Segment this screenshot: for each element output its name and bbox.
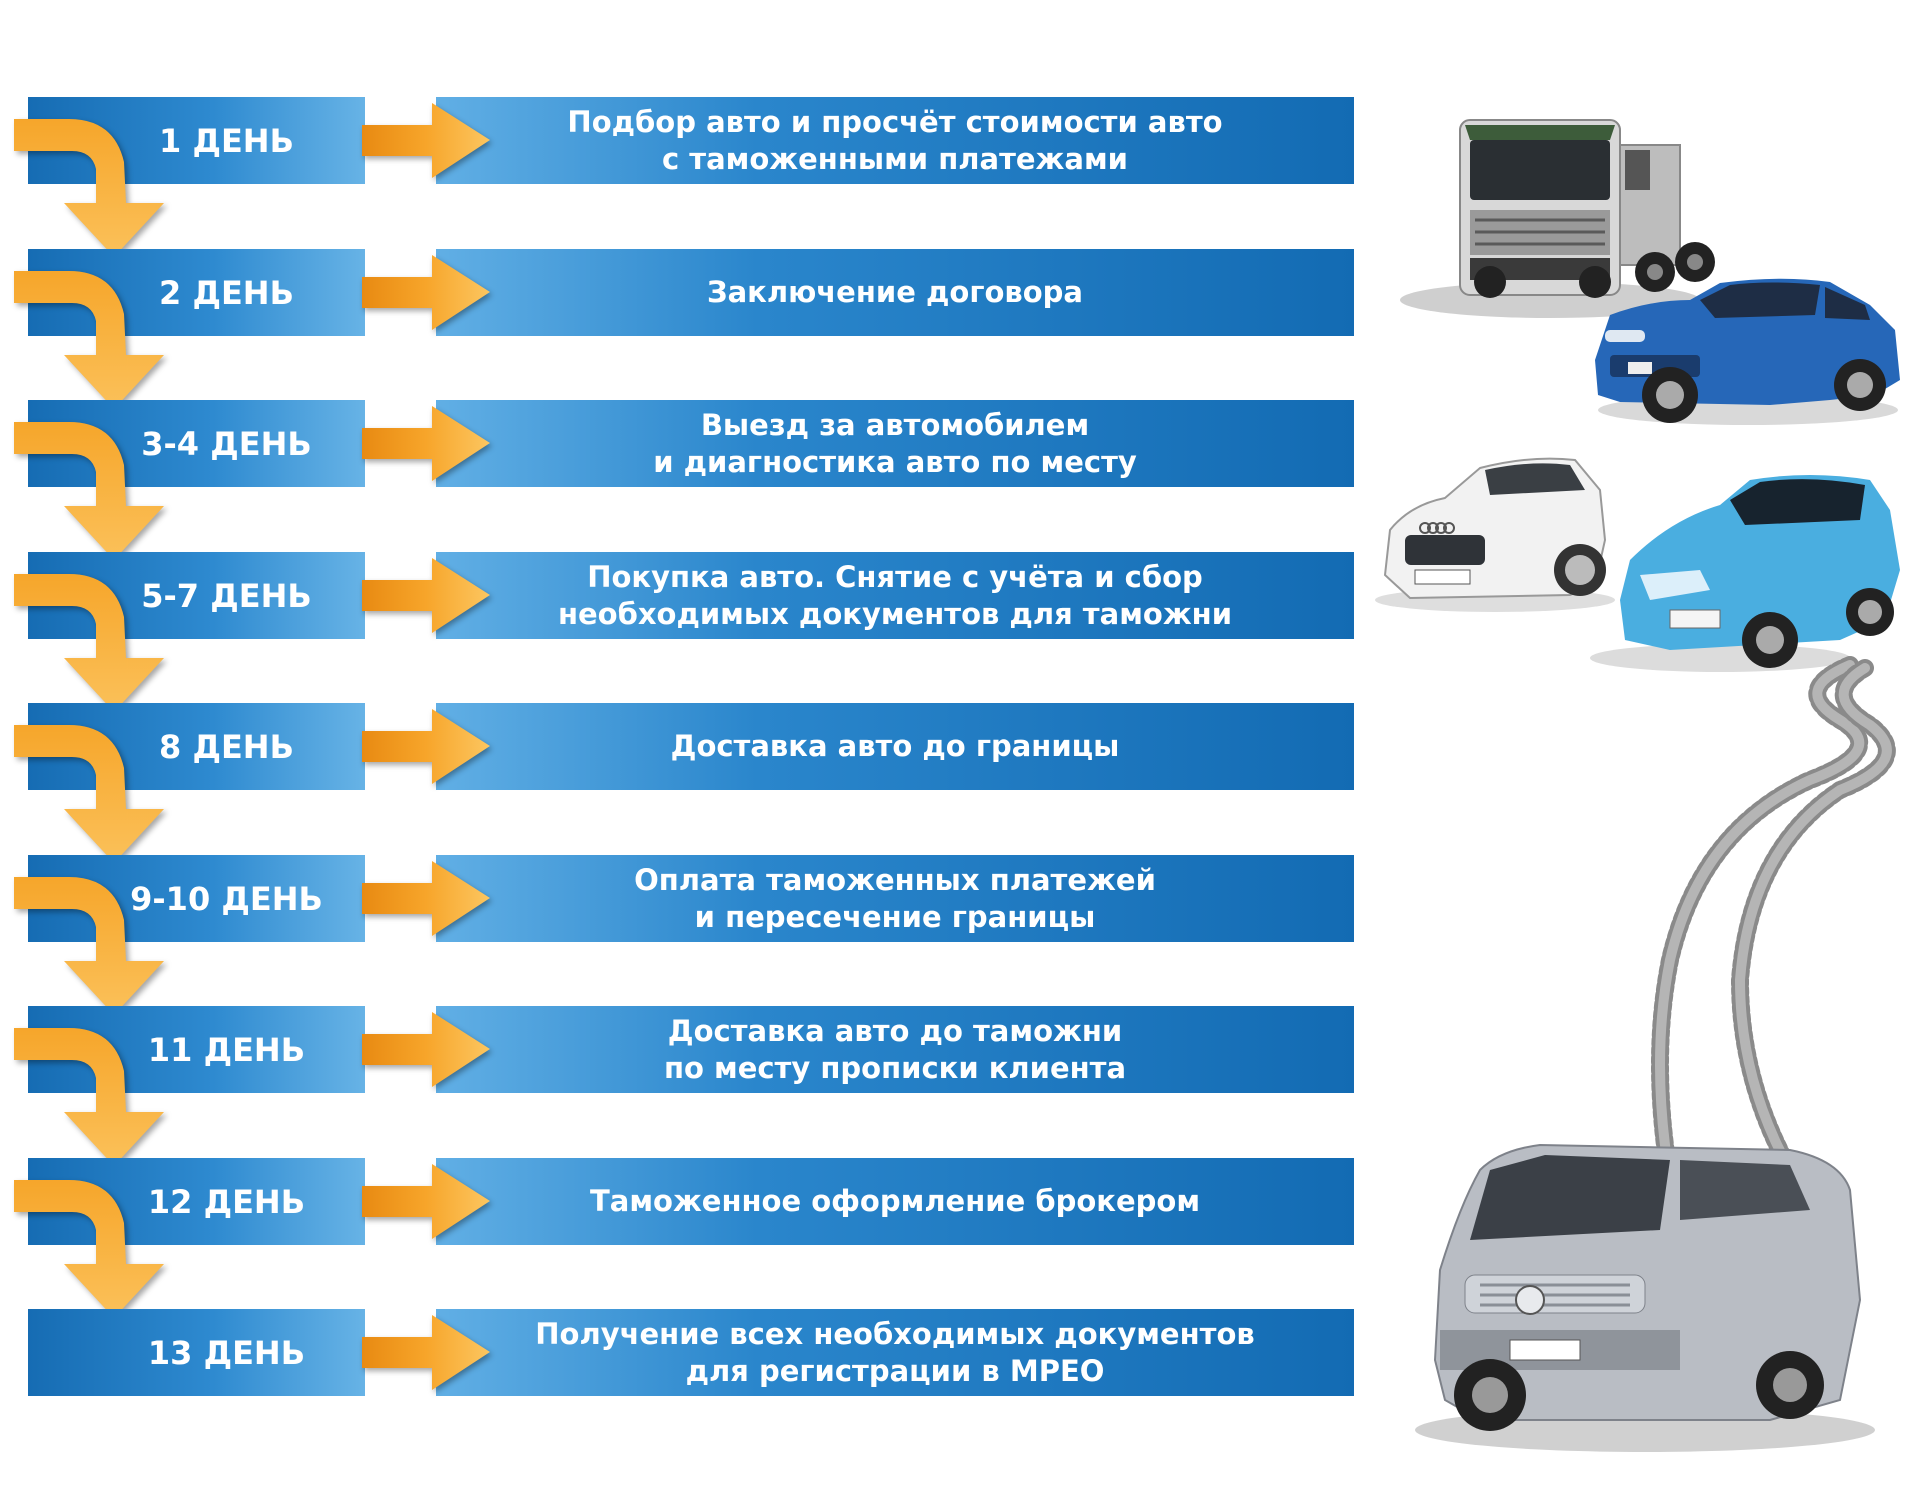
arrow-down-icon: [14, 422, 164, 560]
arrow-right-icon: [362, 709, 490, 784]
arrow-right-icon: [362, 103, 490, 178]
coupe-car-icon: [1375, 457, 1615, 612]
arrow-down-icon: [14, 1180, 164, 1318]
step-2: 2 ДЕНЬ Заключение договора: [0, 249, 1360, 409]
arrow-right-icon: [362, 861, 490, 936]
arrow-right-icon: [362, 255, 490, 330]
step-6: 9-10 ДЕНЬ Оплата таможенных платежей и пе…: [0, 855, 1360, 1015]
arrow-down-icon: [14, 574, 164, 712]
arrow-down-icon: [14, 877, 164, 1015]
step-description: Таможенное оформление брокером: [436, 1158, 1354, 1245]
step-description: Выезд за автомобилем и диагностика авто …: [436, 400, 1354, 487]
suv-car-icon: [1595, 278, 1900, 425]
truck-icon: [1400, 119, 1715, 318]
step-4: 5-7 ДЕНЬ Покупка авто. Снятие с учёта и с…: [0, 552, 1360, 712]
step-description: Получение всех необходимых документов дл…: [436, 1309, 1354, 1396]
vehicle-illustrations: [1370, 0, 1928, 1500]
step-description: Заключение договора: [436, 249, 1354, 336]
hatchback-car-icon: [1590, 475, 1900, 672]
arrow-right-icon: [362, 1315, 490, 1390]
step-day-label: 9-10 ДЕНЬ: [28, 855, 365, 942]
step-description: Доставка авто до таможни по месту пропис…: [436, 1006, 1354, 1093]
arrow-right-icon: [362, 1012, 490, 1087]
step-day-label: 2 ДЕНЬ: [28, 249, 365, 336]
step-description: Покупка авто. Снятие с учёта и сбор необ…: [436, 552, 1354, 639]
step-day-label: 13 ДЕНЬ: [28, 1309, 365, 1396]
step-description: Оплата таможенных платежей и пересечение…: [436, 855, 1354, 942]
step-description: Доставка авто до границы: [436, 703, 1354, 790]
minivan-icon: [1415, 1143, 1875, 1452]
arrow-down-icon: [14, 271, 164, 409]
arrow-down-icon: [14, 1028, 164, 1166]
arrow-right-icon: [362, 1164, 490, 1239]
step-9: 13 ДЕНЬ Получение всех необходимых докуме…: [0, 1309, 1360, 1399]
step-day-label: 5-7 ДЕНЬ: [28, 552, 365, 639]
arrow-right-icon: [362, 558, 490, 633]
arrow-right-icon: [362, 406, 490, 481]
arrow-down-icon: [14, 725, 164, 863]
arrow-down-icon: [14, 119, 164, 257]
step-description: Подбор авто и просчёт стоимости авто с т…: [436, 97, 1354, 184]
tire-tracks-icon: [1651, 656, 1896, 1189]
